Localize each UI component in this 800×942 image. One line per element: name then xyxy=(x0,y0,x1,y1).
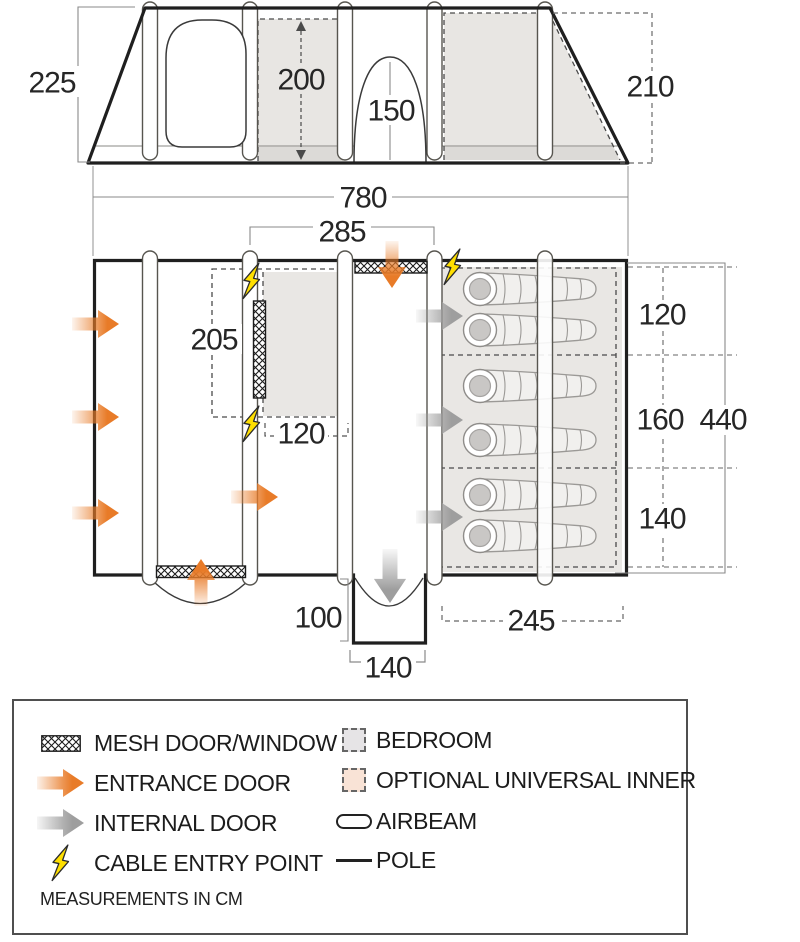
entrance-door-icon xyxy=(28,768,94,798)
airbeam-icon xyxy=(336,250,354,586)
mesh-door-window-icon xyxy=(252,300,267,399)
dim-label-inner-width: 120 xyxy=(277,418,324,451)
side-elevation-view: 225 200 150 210 xyxy=(26,1,678,165)
dim-label-total-depth: 440 xyxy=(699,404,746,437)
legend-item-pole: POLE xyxy=(332,845,436,875)
legend-label: CABLE ENTRY POINT xyxy=(94,849,323,876)
airbeam-icon xyxy=(141,1,159,161)
floorplan-dimensions: 285 205 120 100 140 245 120 160 440 xyxy=(186,216,750,685)
dim-label-bedroom-length: 245 xyxy=(507,605,554,638)
dim-label-height-left: 225 xyxy=(28,67,75,100)
dim-label-porch-width: 140 xyxy=(364,652,411,685)
airbeam-icon xyxy=(336,1,354,161)
pole-icon xyxy=(332,858,376,862)
measurements-note: MEASUREMENTS IN CM xyxy=(40,889,243,909)
legend-item-entrance: ENTRANCE DOOR xyxy=(28,768,291,798)
elevation-dimensions: 225 200 150 210 xyxy=(26,6,678,164)
airbeam-icon xyxy=(536,250,554,586)
elevation-airbeams xyxy=(141,1,554,161)
tent-outline xyxy=(86,6,630,165)
legend-label: MESH DOOR/WINDOW xyxy=(94,729,337,756)
mesh-door-window-icon xyxy=(28,734,94,752)
elevation-right-bedroom-area xyxy=(444,13,620,160)
right-bedroom-outline xyxy=(439,267,617,568)
side-window xyxy=(165,19,247,148)
legend-item-mesh: MESH DOOR/WINDOW xyxy=(28,728,337,758)
groundsheet-band-right xyxy=(444,147,619,160)
porch-door-arc xyxy=(354,577,424,607)
legend-item-airbeam: AIRBEAM xyxy=(332,806,477,836)
internal-door-icon xyxy=(373,549,407,604)
legend-item-internal: INTERNAL DOOR xyxy=(28,808,277,838)
airbeam-icon xyxy=(536,1,554,161)
left-bedroom-area xyxy=(263,272,348,416)
legend-label: AIRBEAM xyxy=(376,807,477,834)
dim-label-total-width: 780 xyxy=(339,182,386,215)
dim-label-section-2: 160 xyxy=(636,404,683,437)
dim-label-bedroom-height: 200 xyxy=(277,64,324,97)
dim-label-section-1: 120 xyxy=(638,299,685,332)
bedroom-swatch xyxy=(332,728,376,752)
legend-item-bedroom: BEDROOM xyxy=(332,725,492,755)
dim-label-door-height: 150 xyxy=(367,95,414,128)
dim-label-front-width: 285 xyxy=(318,216,365,249)
dim-label-inner-depth: 205 xyxy=(190,324,237,357)
legend-label: OPTIONAL UNIVERSAL INNER xyxy=(376,766,696,793)
dim-label-height-right: 210 xyxy=(626,71,673,104)
airbeam-icon xyxy=(141,250,159,586)
cable-entry-icon xyxy=(28,842,94,884)
total-width-dimension: 780 xyxy=(92,166,629,256)
legend-box: MESH DOOR/WINDOW ENTRANCE DOOR xyxy=(12,699,696,935)
airbeam-icon xyxy=(426,1,443,161)
legend-label: ENTRANCE DOOR xyxy=(94,769,291,796)
legend-item-optional-inner: OPTIONAL UNIVERSAL INNER xyxy=(332,765,696,795)
floorplan-view: 285 205 120 100 140 245 120 160 440 xyxy=(72,216,750,685)
optional-universal-inner-swatch xyxy=(332,768,376,792)
elevation-right-bedroom-dashed xyxy=(443,12,621,161)
bedroom-section-dividers xyxy=(440,354,616,469)
diagram-canvas: 225 200 150 210 780 xyxy=(26,1,750,685)
internal-door-icon xyxy=(28,808,94,838)
legend-label: INTERNAL DOOR xyxy=(94,809,278,836)
dim-label-section-3: 140 xyxy=(638,503,685,536)
airbeam-icon xyxy=(332,813,376,829)
legend-label: BEDROOM xyxy=(376,726,493,753)
legend-label: POLE xyxy=(376,846,436,873)
dim-label-porch-depth: 100 xyxy=(294,602,341,635)
legend-item-cable: CABLE ENTRY POINT xyxy=(28,844,323,882)
